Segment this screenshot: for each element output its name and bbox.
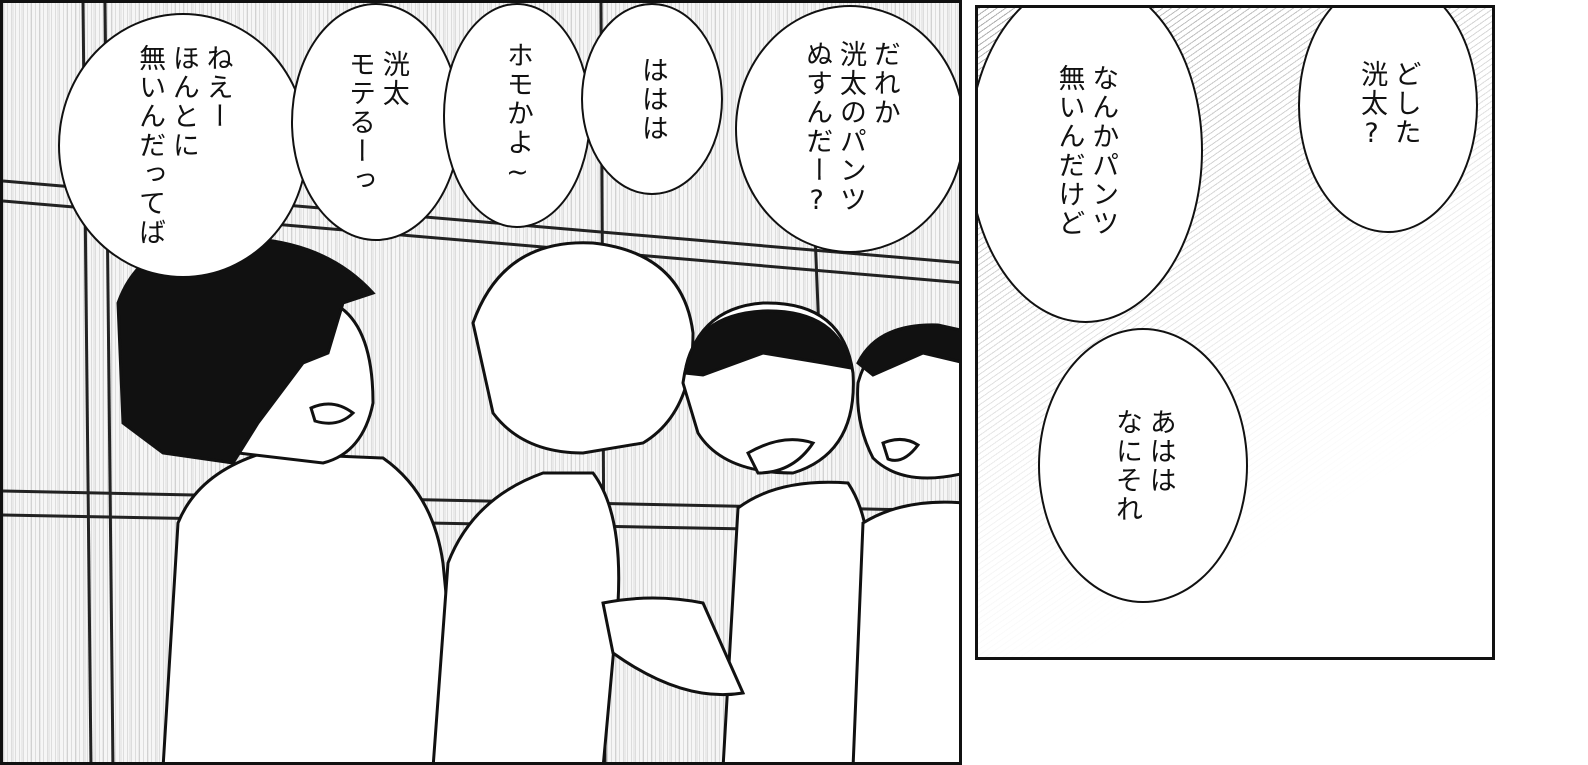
manga-panel-right: なんかパンツ 無いんだけど どした 洸太? あはは なにそれ	[975, 5, 1495, 660]
speech-bubble: ホモかよ~	[443, 3, 591, 228]
boy-black-hair	[116, 236, 464, 762]
speech-bubble: だれか 洸太のパンツ ぬすんだー?	[735, 5, 959, 253]
speech-bubble-text: あはは なにそれ	[1111, 407, 1176, 524]
speech-bubble: あはは なにそれ	[1038, 328, 1248, 603]
manga-panel-left: ねえー ほんとに 無いんだってば 洸太 モテるーっ ホモかよ~ ははは だれか …	[0, 0, 962, 765]
speech-bubble-text: なんかパンツ 無いんだけど	[1053, 63, 1119, 238]
speech-bubble: どした 洸太?	[1298, 8, 1478, 233]
speech-bubble: なんかパンツ 無いんだけど	[978, 8, 1203, 323]
speech-bubble-text: どした 洸太?	[1356, 60, 1421, 151]
speech-bubble-text: ははは	[636, 55, 668, 143]
speech-bubble-text: ねえー ほんとに 無いんだってば	[134, 44, 233, 247]
boy-with-cap	[601, 301, 871, 762]
boy-light-hair	[431, 241, 695, 762]
speech-bubble: ねえー ほんとに 無いんだってば	[58, 13, 308, 278]
speech-bubble: ははは	[581, 3, 723, 195]
boy-right-edge	[851, 323, 959, 762]
speech-bubble-text: ホモかよ~	[501, 41, 533, 190]
scene-boys-illustration	[3, 3, 959, 762]
speech-bubble-text: 洸太 モテるーっ	[344, 49, 409, 195]
speech-bubble: 洸太 モテるーっ	[291, 3, 461, 241]
speech-bubble-text: だれか 洸太のパンツ ぬすんだー?	[801, 40, 900, 218]
